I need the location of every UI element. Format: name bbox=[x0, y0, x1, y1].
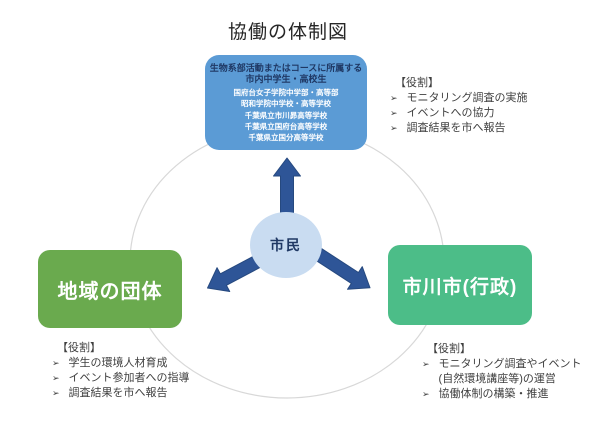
role-list: ➢ モニタリング調査の実施 ➢ イベントへの協力 ➢ 調査結果を市へ報告 bbox=[390, 91, 528, 136]
school-list: 国府台女子学院中学部・高等部昭和学院中学校・高等学校千葉県立市川昴高等学校千葉県… bbox=[234, 87, 339, 143]
role-header: 【役割】 bbox=[395, 77, 439, 89]
students-box-header-line2: 市内中学生・高校生 bbox=[245, 73, 327, 84]
role-item-text: モニタリング調査やイベント(自然環境講座等)の運営 bbox=[438, 358, 582, 385]
role-block-local-groups: 【役割】 ➢ 学生の環境人材育成 ➢ イベント参加者への指導 ➢ 調査結果を市へ報告 bbox=[52, 341, 190, 401]
role-list: ➢ 学生の環境人材育成 ➢ イベント参加者への指導 ➢ 調査結果を市へ報告 bbox=[52, 356, 190, 401]
arrow-up-icon bbox=[273, 157, 301, 219]
students-box-header-line1: 生物系部活動またはコースに所属する bbox=[209, 63, 363, 73]
role-header: 【役割】 bbox=[57, 342, 101, 354]
role-block-students: 【役割】 ➢ モニタリング調査の実施 ➢ イベントへの協力 ➢ 調査結果を市へ報告 bbox=[390, 76, 528, 136]
city-government-box: 市川市(行政) bbox=[388, 245, 532, 325]
role-item-text: 調査結果を市へ報告 bbox=[406, 122, 506, 134]
role-item-text: 協働体制の構築・推進 bbox=[438, 388, 549, 400]
students-box-header: 生物系部活動またはコースに所属する 市内中学生・高校生 bbox=[210, 63, 363, 84]
city-government-label: 市川市(行政) bbox=[402, 276, 518, 298]
school-line: 千葉県立市川昴高等学校 bbox=[244, 110, 328, 120]
citizens-label: 市民 bbox=[270, 237, 302, 253]
school-line: 国府台女子学院中学部・高等部 bbox=[233, 88, 339, 98]
role-item-text: 学生の環境人材育成 bbox=[68, 357, 168, 369]
bullet-arrow-icon: ➢ bbox=[52, 373, 60, 383]
local-groups-box: 地域の団体 bbox=[38, 250, 182, 328]
school-line: 千葉県立国分高等学校 bbox=[248, 133, 324, 143]
role-item-text: モニタリング調査の実施 bbox=[406, 92, 528, 104]
bullet-arrow-icon: ➢ bbox=[52, 388, 60, 398]
role-header: 【役割】 bbox=[427, 343, 471, 355]
bullet-arrow-icon: ➢ bbox=[52, 358, 60, 368]
role-item-text: イベント参加者への指導 bbox=[68, 372, 190, 384]
school-line: 昭和学院中学校・高等学校 bbox=[241, 99, 331, 109]
role-item: ➢ イベント参加者への指導 bbox=[52, 371, 190, 386]
role-item: ➢ 調査結果を市へ報告 bbox=[52, 386, 190, 401]
role-item-text: イベントへの協力 bbox=[406, 107, 495, 119]
page-title: 協働の体制図 bbox=[227, 22, 348, 43]
school-line: 千葉県立国府台高等学校 bbox=[244, 121, 328, 131]
citizens-circle: 市民 bbox=[250, 212, 322, 278]
bullet-arrow-icon: ➢ bbox=[390, 93, 398, 103]
role-item: ➢ 調査結果を市へ報告 bbox=[390, 121, 528, 136]
role-item: ➢ イベントへの協力 bbox=[390, 106, 528, 121]
role-item-text: 調査結果を市へ報告 bbox=[68, 387, 168, 399]
bullet-arrow-icon: ➢ bbox=[422, 389, 430, 399]
students-box: 生物系部活動またはコースに所属する 市内中学生・高校生 国府台女子学院中学部・高… bbox=[205, 55, 367, 150]
arrow-down-right-icon bbox=[313, 248, 371, 290]
local-groups-label: 地域の団体 bbox=[57, 280, 163, 303]
bullet-arrow-icon: ➢ bbox=[390, 108, 398, 118]
role-item: ➢ 協働体制の構築・推進 bbox=[422, 387, 582, 402]
bullet-arrow-icon: ➢ bbox=[422, 359, 430, 369]
role-list: ➢ モニタリング調査やイベント(自然環境講座等)の運営 ➢ 協働体制の構築・推進 bbox=[422, 357, 582, 402]
role-item: ➢ モニタリング調査の実施 bbox=[390, 91, 528, 106]
bullet-arrow-icon: ➢ bbox=[390, 123, 398, 133]
role-item: ➢ モニタリング調査やイベント(自然環境講座等)の運営 bbox=[422, 357, 582, 387]
role-item: ➢ 学生の環境人材育成 bbox=[52, 356, 190, 371]
role-block-city-government: 【役割】 ➢ モニタリング調査やイベント(自然環境講座等)の運営 ➢ 協働体制の構築・… bbox=[422, 342, 582, 402]
